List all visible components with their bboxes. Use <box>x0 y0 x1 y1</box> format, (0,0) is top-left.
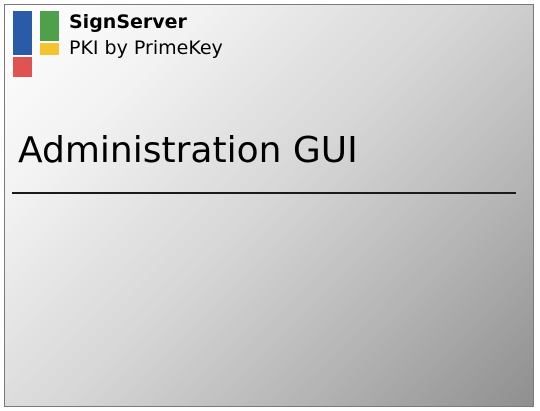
logo-green-block <box>40 11 59 41</box>
splash-screen: SignServer PKI by PrimeKey Administratio… <box>4 4 534 407</box>
logo-blue-block <box>13 11 32 55</box>
logo-yellow-block <box>40 43 59 55</box>
product-name: SignServer <box>69 11 187 33</box>
splash-title: Administration GUI <box>18 130 358 171</box>
product-tagline: PKI by PrimeKey <box>69 37 223 59</box>
title-divider <box>12 192 516 194</box>
primekey-logo <box>13 11 59 77</box>
logo-red-block <box>13 57 32 77</box>
